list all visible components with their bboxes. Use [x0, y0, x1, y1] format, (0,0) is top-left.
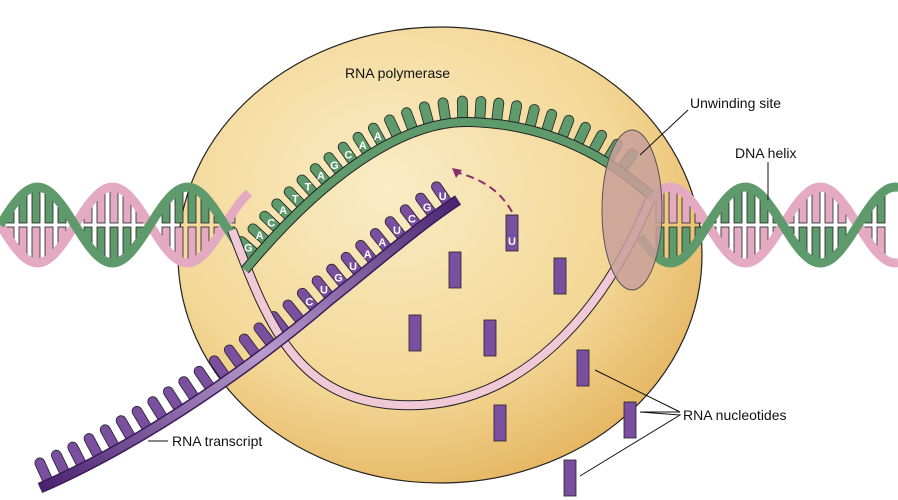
free-rna-nucleotide	[623, 401, 637, 439]
label-dna-helix: DNA helix	[735, 145, 796, 161]
rna-base: C	[305, 297, 313, 309]
rna-base: U	[320, 284, 328, 296]
template-base: T	[305, 182, 312, 194]
free-rna-nucleotide	[576, 349, 590, 387]
template-strand-right	[636, 182, 898, 268]
coding-strand-left	[0, 182, 253, 268]
leader-unwinding	[639, 109, 689, 156]
label-rna-nucleotides: RNA nucleotides	[683, 407, 787, 423]
template-base: A	[256, 230, 264, 242]
rna-base: U	[439, 191, 447, 203]
free-rna-nucleotide	[505, 214, 519, 252]
label-unwinding-site: Unwinding site	[690, 95, 781, 111]
label-rna-transcript: RNA transcript	[172, 433, 262, 449]
template-base: G	[330, 160, 339, 172]
rna-base: U	[393, 225, 401, 237]
free-rna-nucleotide	[563, 459, 577, 497]
free-rna-nucleotide	[448, 251, 462, 289]
unwinding-site	[601, 129, 663, 291]
template-base: C	[344, 150, 352, 162]
template-base: A	[359, 140, 367, 152]
free-rna-nucleotide	[408, 314, 422, 352]
rna-base: G	[334, 273, 343, 285]
incoming-arrow	[454, 171, 513, 213]
template-strand-left	[0, 182, 253, 268]
template-base: T	[292, 193, 299, 205]
rna-base: C	[408, 213, 416, 225]
template-base: G	[244, 243, 253, 255]
leader-nucleotides	[579, 369, 682, 477]
template-base: A	[317, 171, 325, 183]
rna-base: A	[364, 249, 372, 261]
incoming-base: U	[508, 236, 516, 248]
free-rna-nucleotide	[553, 257, 567, 295]
label-rna-polymerase: RNA polymerase	[345, 65, 450, 81]
free-rna-nucleotide	[493, 404, 507, 442]
rna-base: A	[378, 237, 386, 249]
rna-base: U	[349, 261, 357, 273]
coding-strand-right	[636, 182, 898, 268]
template-base: A	[279, 205, 287, 217]
template-base: A	[374, 131, 382, 143]
rna-base: G	[423, 202, 432, 214]
free-rna-nucleotide	[483, 319, 497, 357]
template-base: C	[267, 217, 275, 229]
